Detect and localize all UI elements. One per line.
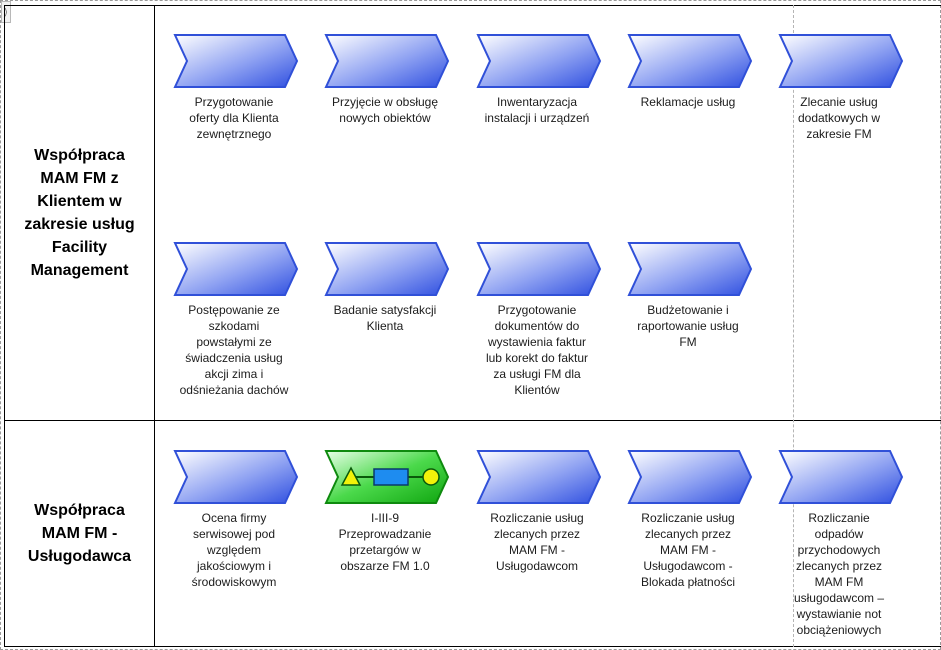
- function-label: Rozliczanie usług zlecanych przez MAM FM…: [640, 511, 736, 589]
- function-label: Rozliczanie usług zlecanych przez MAM FM…: [490, 511, 584, 573]
- function-label: Przyjęcie w obsługę nowych obiektów: [331, 95, 439, 125]
- function-shape: [324, 242, 450, 296]
- function-label: Zlecanie usług dodatkowych w zakresie FM: [797, 95, 881, 141]
- lane-label-supplier: Współpraca MAM FM - Usługodawca: [27, 502, 132, 565]
- process-interface-icon: [324, 450, 450, 504]
- lane-header-separator: [154, 5, 155, 647]
- function-shape: [476, 450, 602, 504]
- function-shape: [476, 34, 602, 88]
- function-shape: [627, 242, 753, 296]
- function-shape: [627, 34, 753, 88]
- function-label: I-III-9 Przeprowadzanie przetargów w obs…: [338, 511, 432, 573]
- page-break-line: [793, 5, 794, 647]
- function-label: Przygotowanie dokumentów do wystawienia …: [485, 303, 589, 397]
- function-shape: [173, 34, 299, 88]
- function-shape: [778, 450, 904, 504]
- function-shape: [778, 34, 904, 88]
- function-label: Badanie satysfakcji Klienta: [333, 303, 437, 333]
- collapse-handle-icon[interactable]: ⟩: [1, 1, 11, 23]
- function-shape: [476, 242, 602, 296]
- diagram-bottom-border: [4, 646, 941, 647]
- function-label: Inwentaryzacja instalacji i urządzeń: [484, 95, 590, 125]
- diagram-left-border: [4, 5, 5, 647]
- function-shape: [173, 450, 299, 504]
- lane-separator: [4, 420, 941, 421]
- lane-label-client: Współpraca MAM FM z Klientem w zakresie …: [24, 147, 135, 279]
- function-shape: [173, 242, 299, 296]
- diagram-top-border: [4, 5, 941, 6]
- function-shape: [324, 34, 450, 88]
- function-label: Postępowanie ze szkodami powstałymi ze ś…: [179, 303, 289, 397]
- function-label: Reklamacje usług: [640, 95, 736, 109]
- function-label: Budżetowanie i raportowanie usług FM: [637, 303, 739, 349]
- function-label: Rozliczanie odpadów przychodowych zlecan…: [793, 511, 885, 637]
- function-label: Przygotowanie oferty dla Klienta zewnętr…: [189, 95, 279, 141]
- function-shape: [627, 450, 753, 504]
- function-label: Ocena firmy serwisowej pod względem jako…: [191, 511, 277, 589]
